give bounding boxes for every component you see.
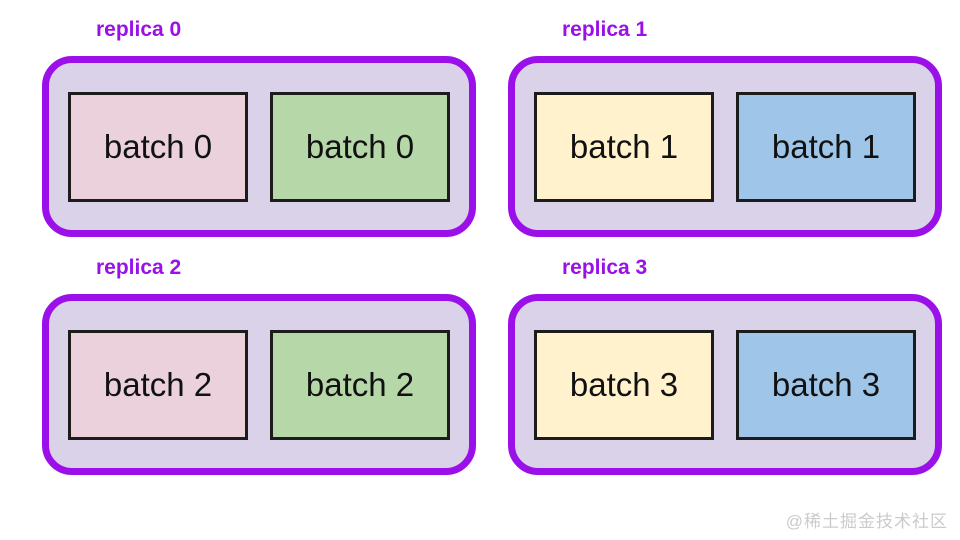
replica-0-container: batch 0 batch 0 — [42, 56, 476, 238]
watermark: @稀土掘金技术社区 — [785, 512, 948, 531]
replica-0-label: replica 0 — [96, 18, 182, 41]
replica-1-label: replica 1 — [562, 18, 648, 41]
replica-3-container: batch 3 batch 3 — [508, 294, 942, 476]
replica-grid: replica 0 batch 0 batch 0 replica 1 batc… — [42, 18, 942, 476]
replica-2-batch-right: batch 2 — [270, 329, 450, 440]
replica-3-batch-left: batch 3 — [534, 329, 714, 440]
replica-group-0: replica 0 batch 0 batch 0 — [42, 18, 476, 238]
replica-1-batch-left: batch 1 — [534, 91, 714, 202]
replica-0-batch-left: batch 0 — [68, 91, 248, 202]
replica-group-1: replica 1 batch 1 batch 1 — [508, 18, 942, 238]
replica-3-batch-right: batch 3 — [736, 329, 916, 440]
replica-1-container: batch 1 batch 1 — [508, 56, 942, 238]
replica-2-batch-left: batch 2 — [68, 329, 248, 440]
replica-0-batch-right: batch 0 — [270, 91, 450, 202]
replica-3-label: replica 3 — [562, 256, 648, 280]
replica-2-container: batch 2 batch 2 — [42, 294, 476, 476]
replica-group-3: replica 3 batch 3 batch 3 — [508, 256, 942, 476]
replica-group-2: replica 2 batch 2 batch 2 — [42, 256, 476, 476]
replica-2-label: replica 2 — [96, 256, 182, 280]
replica-1-batch-right: batch 1 — [736, 91, 916, 202]
